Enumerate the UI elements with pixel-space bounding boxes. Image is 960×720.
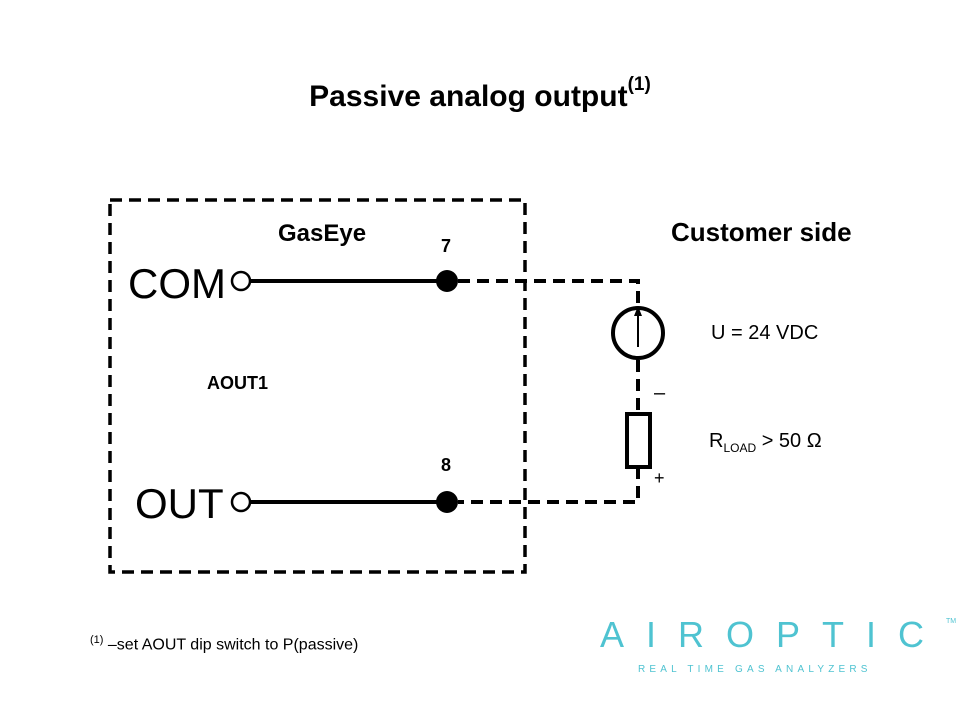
pin-8-label: 8 bbox=[441, 455, 452, 475]
channel-label: AOUT1 bbox=[207, 373, 269, 393]
out-label: OUT bbox=[135, 480, 224, 527]
title-text: Passive analog output bbox=[309, 80, 628, 113]
device-name: GasEye bbox=[278, 220, 367, 247]
footnote-text: –set AOUT dip switch to P(passive) bbox=[103, 636, 359, 654]
rload-label: RLOAD > 50 Ω bbox=[709, 430, 822, 455]
com-label: COM bbox=[128, 260, 226, 307]
plus-sign: + bbox=[654, 468, 665, 488]
out-terminal bbox=[230, 491, 252, 513]
customer-side-label: Customer side bbox=[671, 217, 852, 247]
load-resistor-icon bbox=[625, 412, 652, 469]
customer-wire-top bbox=[458, 279, 640, 307]
pin-7-node bbox=[436, 270, 458, 292]
airoptic-logo: AIROPTICTM bbox=[600, 614, 957, 655]
title-footnote-mark: (1) bbox=[627, 74, 651, 95]
customer-wire-bottom bbox=[458, 467, 640, 504]
pin-8-node bbox=[436, 491, 458, 513]
footnote-mark: (1) bbox=[90, 634, 104, 646]
logo-tagline: REAL TIME GAS ANALYZERS bbox=[638, 664, 872, 675]
pin-7-label: 7 bbox=[441, 236, 452, 256]
device-boundary bbox=[108, 198, 527, 574]
footnote: (1) –set AOUT dip switch to P(passive) bbox=[90, 634, 358, 654]
page-title: Passive analog output(1) bbox=[0, 74, 960, 114]
minus-sign: – bbox=[654, 382, 666, 404]
voltage-label: U = 24 VDC bbox=[711, 322, 819, 344]
com-terminal bbox=[230, 270, 252, 292]
trademark-mark: TM bbox=[946, 618, 957, 625]
